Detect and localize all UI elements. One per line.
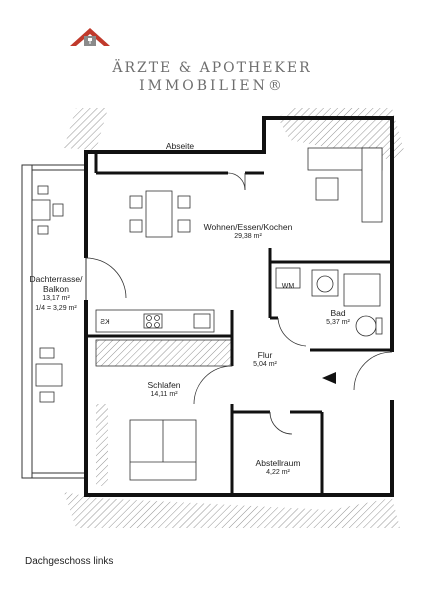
bath-fixtures xyxy=(275,267,383,337)
roof-hatch-top-left xyxy=(64,108,108,150)
room-name: Wohnen/Essen/Kochen xyxy=(203,222,293,232)
room-label-bad: Bad 5,37 m² xyxy=(318,308,358,328)
room-area-quarter: 1/4 = 3,29 m² xyxy=(35,305,77,312)
wardrobe xyxy=(95,339,233,367)
room-label-flur: Flur 5,04 m² xyxy=(240,350,290,370)
brand-line-1: ÄRZTE & APOTHEKER xyxy=(112,60,312,76)
room-label-abseite: Abseite xyxy=(150,141,210,151)
dining-table xyxy=(129,190,191,238)
room-label-abstellraum: Abstellraum 4,22 m² xyxy=(244,458,312,478)
room-area: 29,38 m² xyxy=(234,233,262,240)
room-label-dachterrasse: Dachterrasse/ Balkon 13,17 m² 1/4 = 3,29… xyxy=(26,274,86,314)
room-label-schlafen: Schlafen 14,11 m² xyxy=(136,380,192,400)
floor-caption: Dachgeschoss links xyxy=(25,556,114,567)
abseite-door-arc xyxy=(227,172,246,191)
room-name: Bad xyxy=(330,308,346,318)
room-area: 5,04 m² xyxy=(253,361,277,368)
terrace-table-top xyxy=(31,185,64,235)
room-name: Abseite xyxy=(165,141,195,151)
room-name-line1: Dachterrasse/ xyxy=(29,274,83,284)
entry-arrow-icon xyxy=(322,372,336,384)
room-name-line2: Balkon xyxy=(43,284,69,294)
fridge-label: KS xyxy=(100,319,110,326)
room-name: Schlafen xyxy=(147,380,181,390)
room-area: 13,17 m² xyxy=(42,295,70,302)
kitchen-counter xyxy=(95,309,215,333)
room-name: Abstellraum xyxy=(255,458,301,468)
room-area: 5,37 m² xyxy=(326,319,350,326)
roof-hatch-top-right xyxy=(278,108,404,160)
exterior-walls xyxy=(84,116,394,497)
house-logo-icon xyxy=(70,28,110,46)
sofa xyxy=(307,147,383,223)
brand-line-2: IMMOBILIEN® xyxy=(139,78,285,94)
room-area: 4,22 m² xyxy=(266,469,290,476)
terrace-table-bottom xyxy=(35,347,63,403)
room-label-wohnen: Wohnen/Essen/Kochen 29,38 m² xyxy=(190,222,306,242)
roof-hatch-bottom xyxy=(64,492,400,528)
room-name: Flur xyxy=(257,350,273,360)
washing-machine-label: WM xyxy=(281,283,295,290)
floor-plan: Abseite Wohnen/Essen/Kochen 29,38 m² Dac… xyxy=(0,100,424,540)
bed xyxy=(129,419,197,481)
room-area: 14,11 m² xyxy=(150,391,178,398)
